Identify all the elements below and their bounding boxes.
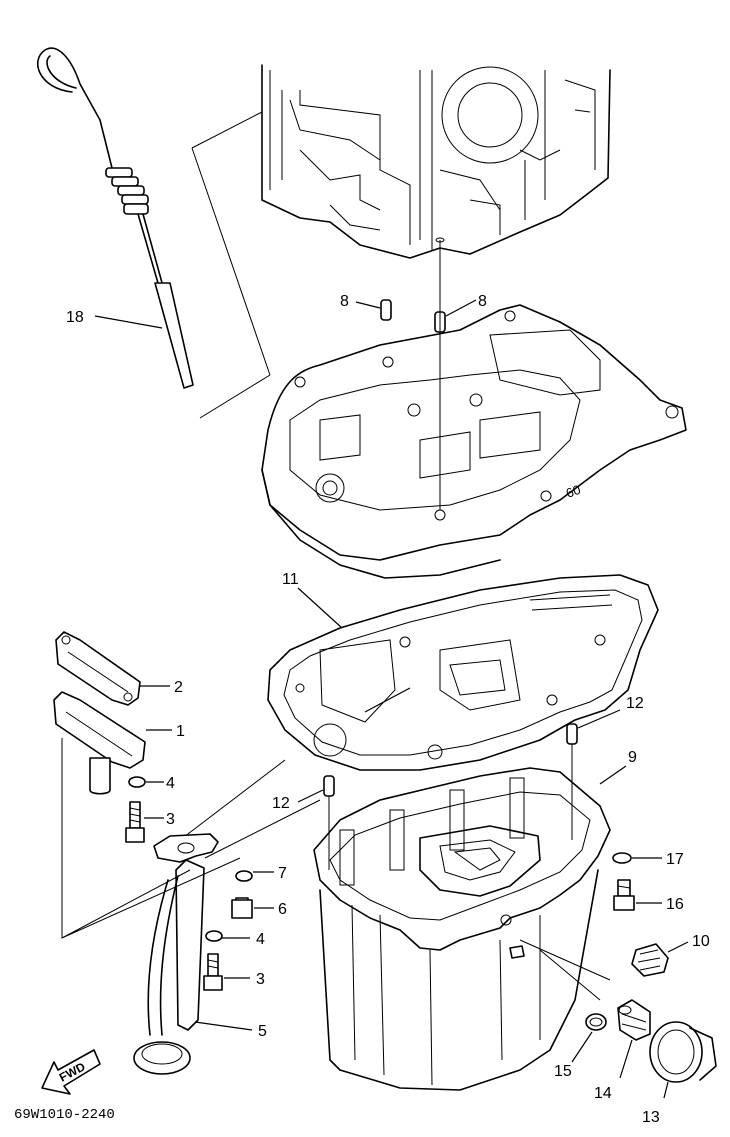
callout-labels: 18 8 8 11 2 1 4 3 12 12 9 7 6 4 3 5 17 1… xyxy=(66,293,710,1126)
part-10-drain-plug xyxy=(631,941,689,977)
callout-13: 13 xyxy=(642,1109,660,1126)
callout-8: 8 xyxy=(340,293,349,310)
part-8-dowel-pins xyxy=(355,240,477,510)
callout-12: 12 xyxy=(626,695,644,712)
part-15-o-ring xyxy=(571,1013,607,1063)
part-3-bolt-lower xyxy=(203,953,250,991)
svg-text:60: 60 xyxy=(564,482,583,501)
callout-6: 6 xyxy=(278,901,287,918)
part-18-oil-dipstick xyxy=(36,47,194,389)
callout-2: 2 xyxy=(174,679,183,696)
fwd-direction-arrow: FWD xyxy=(41,1049,101,1095)
callout-18: 18 xyxy=(66,309,84,326)
assembly-outline xyxy=(191,111,271,419)
callout-5: 5 xyxy=(258,1023,267,1040)
assembly-outline-lower xyxy=(61,738,321,939)
callout-8: 8 xyxy=(478,293,487,310)
callout-7: 7 xyxy=(278,865,287,882)
callout-17: 17 xyxy=(666,851,684,868)
callout-4: 4 xyxy=(256,931,265,948)
part-17-washer xyxy=(612,852,662,864)
part-5-oil-strainer xyxy=(133,833,253,1075)
drawing-code: 69W1010-2240 xyxy=(14,1107,115,1123)
part-4-washer-lower xyxy=(205,930,250,942)
part-11-gasket xyxy=(267,574,659,771)
part-16-bolt xyxy=(613,879,662,911)
cylinder-block xyxy=(261,64,611,259)
callout-3: 3 xyxy=(256,971,265,988)
part-13-cover xyxy=(649,1021,717,1099)
callout-14: 14 xyxy=(594,1085,612,1102)
part-9-oil-pan xyxy=(313,765,627,1091)
callout-1: 1 xyxy=(176,723,185,740)
part-2-plate-gasket xyxy=(55,631,170,706)
callout-4: 4 xyxy=(166,775,175,792)
part-14-plug xyxy=(617,999,651,1079)
callout-3: 3 xyxy=(166,811,175,828)
part-3-bolt-upper xyxy=(125,801,164,843)
callout-10: 10 xyxy=(692,933,710,950)
part-4-washer-upper xyxy=(128,776,164,788)
part-6-bolt xyxy=(231,897,274,919)
callout-15: 15 xyxy=(554,1063,572,1080)
callout-9: 9 xyxy=(628,749,637,766)
callout-11: 11 xyxy=(282,571,299,588)
exhaust-guide-plate: 60 xyxy=(261,304,687,579)
part-12-dowel-pins xyxy=(297,709,621,870)
part-1-plate xyxy=(53,691,172,795)
part-7-washer xyxy=(235,870,274,882)
callout-12: 12 xyxy=(272,795,290,812)
callout-16: 16 xyxy=(666,896,684,913)
